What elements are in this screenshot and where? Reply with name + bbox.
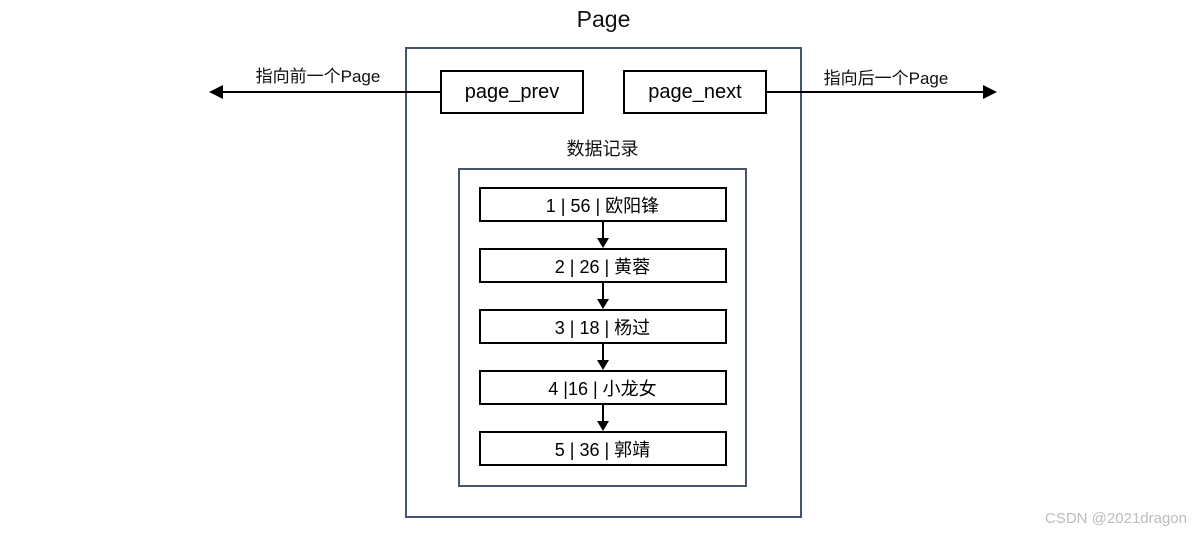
record-row: 3 | 18 | 杨过 <box>478 309 727 344</box>
record-row: 2 | 26 | 黄蓉 <box>478 248 727 283</box>
arrow-down-head <box>596 238 609 248</box>
record-row: 5 | 36 | 郭靖 <box>478 431 727 466</box>
record-text: 2 | 26 | 黄蓉 <box>554 256 651 277</box>
watermark: CSDN @2021dragon <box>1045 510 1187 527</box>
next-pointer-label: 指向后一个Page <box>823 69 949 88</box>
prev-pointer-line <box>222 91 440 93</box>
records-container-box: 1 | 56 | 欧阳锋 2 | 26 | 黄蓉 3 | 18 | 杨过 4 |… <box>458 168 747 487</box>
page-next-box: page_next <box>623 70 767 114</box>
records-section-title: 数据记录 <box>566 139 639 159</box>
arrow-down-icon <box>596 222 609 248</box>
arrow-down-head <box>596 421 609 431</box>
record-text: 1 | 56 | 欧阳锋 <box>545 195 660 216</box>
arrow-down-line <box>601 405 604 421</box>
page-title: Page <box>576 6 631 32</box>
arrow-left-icon <box>209 85 223 99</box>
arrow-down-line <box>601 222 604 238</box>
arrow-down-icon <box>596 344 609 370</box>
arrow-down-line <box>601 283 604 299</box>
arrow-down-icon <box>596 283 609 309</box>
arrow-down-line <box>601 344 604 360</box>
prev-pointer-label: 指向前一个Page <box>255 67 381 86</box>
record-text: 3 | 18 | 杨过 <box>554 317 651 338</box>
record-text: 5 | 36 | 郭靖 <box>554 439 651 460</box>
page-prev-box: page_prev <box>440 70 584 114</box>
page-prev-label: page_prev <box>464 80 560 103</box>
record-row: 1 | 56 | 欧阳锋 <box>478 187 727 222</box>
arrow-down-head <box>596 360 609 370</box>
arrow-right-icon <box>983 85 997 99</box>
arrow-down-icon <box>596 405 609 431</box>
record-text: 4 |16 | 小龙女 <box>548 378 657 399</box>
arrow-down-head <box>596 299 609 309</box>
next-pointer-line <box>767 91 984 93</box>
record-row: 4 |16 | 小龙女 <box>478 370 727 405</box>
page-next-label: page_next <box>648 80 742 103</box>
